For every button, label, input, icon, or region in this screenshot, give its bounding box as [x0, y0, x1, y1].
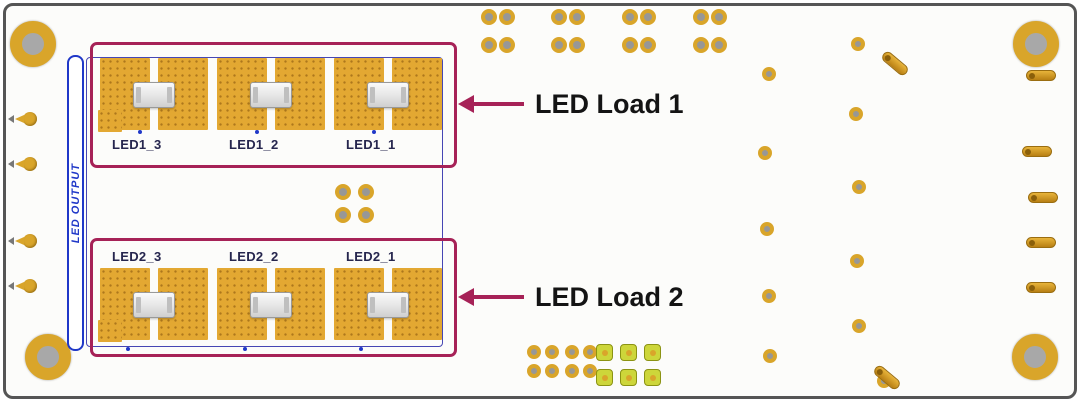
test-point	[15, 234, 37, 248]
mounting-hole-bottom-left	[25, 334, 71, 380]
connector-pin	[1028, 192, 1058, 203]
led2-3-label: LED2_3	[112, 249, 162, 264]
via	[693, 37, 709, 53]
led1-1-cluster	[334, 58, 442, 132]
via	[622, 9, 638, 25]
edge-mark	[8, 282, 14, 290]
via	[640, 37, 656, 53]
load2-arrow-head	[458, 288, 474, 306]
silkscreen-dot	[255, 130, 259, 134]
via	[569, 37, 585, 53]
mounting-hole-top-left	[10, 21, 56, 67]
via	[358, 207, 374, 223]
mounting-hole-top-right	[1013, 21, 1059, 67]
via	[851, 37, 865, 51]
led-output-label: LED OUTPUT	[69, 162, 82, 244]
smd-led	[596, 369, 613, 386]
via	[545, 345, 559, 359]
load2-callout-text: LED Load 2	[535, 282, 684, 312]
via	[622, 37, 638, 53]
via	[762, 67, 776, 81]
via	[758, 146, 772, 160]
via	[852, 319, 866, 333]
smd-led	[596, 344, 613, 361]
via	[583, 345, 597, 359]
solder-pad-small	[98, 110, 122, 132]
via	[640, 9, 656, 25]
led-area-outline	[86, 57, 443, 347]
via	[335, 184, 351, 200]
via	[762, 289, 776, 303]
led-component	[367, 82, 409, 108]
via	[481, 9, 497, 25]
via	[852, 180, 866, 194]
via	[569, 9, 585, 25]
connector-pin	[1026, 70, 1056, 81]
led-load2-box	[90, 238, 457, 357]
via	[849, 107, 863, 121]
via	[565, 364, 579, 378]
led2-2-cluster	[217, 268, 325, 342]
led-load1-box	[90, 42, 457, 168]
test-point	[15, 279, 37, 293]
load1-callout-text: LED Load 1	[535, 89, 684, 119]
led-component	[133, 292, 175, 318]
edge-mark	[8, 160, 14, 168]
via	[551, 9, 567, 25]
led2-1-cluster	[334, 268, 442, 342]
via	[481, 37, 497, 53]
via	[583, 364, 597, 378]
led1-3-label: LED1_3	[112, 137, 162, 152]
led1-2-cluster	[217, 58, 325, 132]
led-component	[367, 292, 409, 318]
silkscreen-dot	[372, 130, 376, 134]
led-output-silkscreen: LED OUTPUT	[67, 55, 84, 351]
led-component	[250, 292, 292, 318]
led2-1-label: LED2_1	[346, 249, 396, 264]
via	[358, 184, 374, 200]
silkscreen-dot	[138, 130, 142, 134]
via	[551, 37, 567, 53]
silkscreen-dot	[359, 347, 363, 351]
silkscreen-dot	[126, 347, 130, 351]
via	[763, 349, 777, 363]
via	[527, 364, 541, 378]
led1-3-cluster	[98, 58, 208, 132]
via	[693, 9, 709, 25]
load1-arrow-head	[458, 95, 474, 113]
solder-pad-small	[98, 320, 122, 342]
connector-pin	[1026, 237, 1056, 248]
via	[527, 345, 541, 359]
led-component	[133, 82, 175, 108]
edge-mark	[8, 237, 14, 245]
solder-pad	[275, 268, 325, 340]
connector-pin	[1026, 282, 1056, 293]
via	[760, 222, 774, 236]
smd-led	[620, 344, 637, 361]
via	[711, 9, 727, 25]
via	[335, 207, 351, 223]
test-point	[15, 112, 37, 126]
smd-led	[644, 344, 661, 361]
led2-2-label: LED2_2	[229, 249, 279, 264]
connector-pin	[1022, 146, 1052, 157]
via	[850, 254, 864, 268]
via	[545, 364, 559, 378]
led2-3-cluster	[98, 268, 208, 342]
via	[499, 9, 515, 25]
via	[711, 37, 727, 53]
smd-led	[644, 369, 661, 386]
smd-led	[620, 369, 637, 386]
via	[565, 345, 579, 359]
test-point	[15, 157, 37, 171]
led-component	[250, 82, 292, 108]
led1-1-label: LED1_1	[346, 137, 396, 152]
via	[499, 37, 515, 53]
load2-arrow-line	[472, 295, 524, 299]
silkscreen-dot	[243, 347, 247, 351]
mounting-hole-bottom-right	[1012, 334, 1058, 380]
led1-2-label: LED1_2	[229, 137, 279, 152]
load1-arrow-line	[472, 102, 524, 106]
edge-mark	[8, 115, 14, 123]
